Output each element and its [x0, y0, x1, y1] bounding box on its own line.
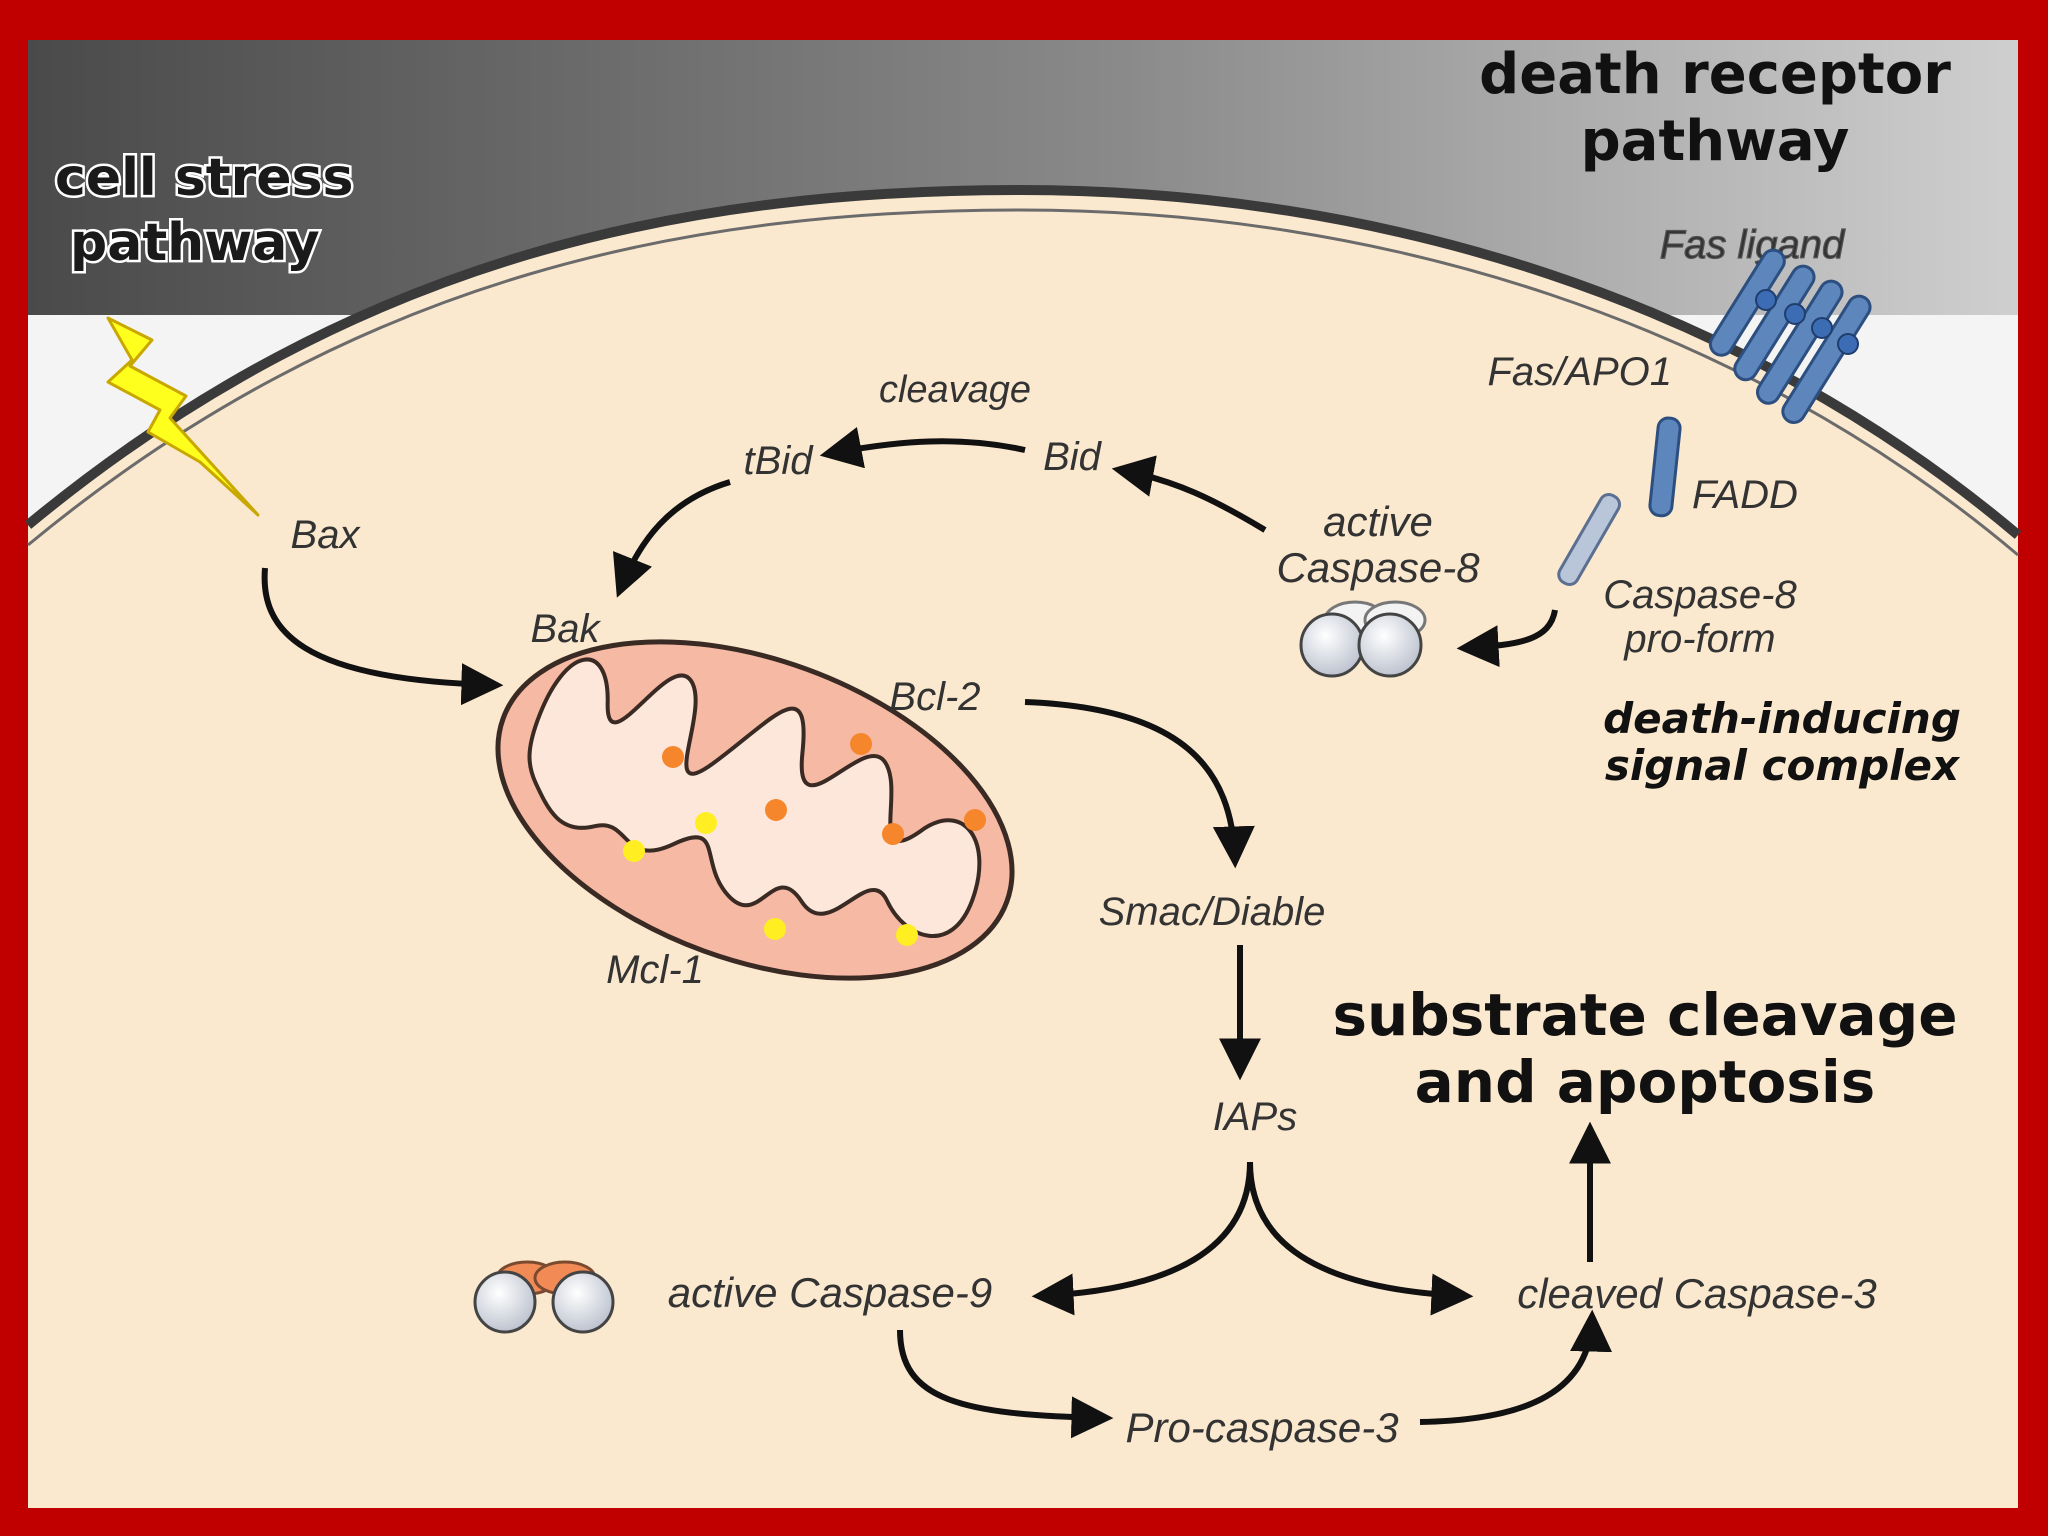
mitochondrion-icon	[495, 639, 1015, 981]
death-receptor-title-line2: pathway	[1581, 109, 1850, 174]
cleaved-caspase3-label: cleaved Caspase-3	[1517, 1270, 1877, 1317]
caspase8-proform-label-line2: pro-form	[1623, 617, 1775, 661]
procaspase3-label: Pro-caspase-3	[1125, 1404, 1398, 1451]
caspase8-proform-icon	[1557, 492, 1621, 587]
bid-label: Bid	[1043, 435, 1103, 479]
bak-label: Bak	[531, 607, 602, 651]
caspase-dimer-icon-9	[473, 1260, 615, 1334]
iaps-label: IAPs	[1213, 1095, 1297, 1139]
cell-stress-title-line2: pathway	[70, 213, 320, 273]
cell-cytoplasm	[28, 190, 2018, 1508]
lightning-bolt-icon	[106, 316, 260, 517]
active-caspase9-label: active Caspase-9	[668, 1269, 993, 1316]
fadd-icon	[1648, 416, 1682, 518]
caspase8-proform-label-line1: Caspase-8	[1603, 573, 1797, 617]
caspase-dimer-icon-8	[1299, 600, 1427, 678]
bax-label: Bax	[291, 513, 362, 557]
mcl1-label: Mcl-1	[606, 948, 704, 992]
arrow-bid-to-tbid	[819, 426, 1026, 469]
active-caspase8-label-line2: Caspase-8	[1276, 544, 1480, 591]
bcl2-label: Bcl-2	[889, 675, 980, 719]
arrow-procaspase3-to-cleaved	[1419, 1309, 1613, 1425]
arrow-caspase8-to-bid	[1111, 455, 1267, 533]
fas-receptor-icon	[1708, 248, 1872, 424]
pathway-arrows	[261, 426, 1613, 1439]
death-receptor-title-line1: death receptor	[1479, 42, 1951, 107]
active-caspase8-label-line1: active	[1323, 498, 1433, 545]
cell-stress-title-line1: cell stress	[55, 148, 353, 208]
fas-apo1-label: Fas/APO1	[1487, 350, 1672, 394]
fas-ligand-label: Fas ligand	[1660, 223, 1846, 267]
tbid-label: tBid	[744, 439, 815, 483]
arrow-bax-to-mito	[261, 567, 504, 706]
substrate-cleavage-line2: and apoptosis	[1415, 1048, 1876, 1116]
arrow-tbid-to-bak	[612, 479, 731, 598]
arrow-caspase9-to-procaspase3	[897, 1329, 1114, 1439]
cell-membrane-inner	[27, 208, 2019, 557]
fadd-label: FADD	[1692, 473, 1798, 517]
smac-diable-label: Smac/Diable	[1099, 890, 1326, 934]
arrow-proform-to-dimer	[1456, 609, 1558, 668]
arrow-bcl2-to-smac	[1024, 699, 1255, 869]
cleavage-label: cleavage	[879, 369, 1031, 411]
substrate-cleavage-line1: substrate cleavage	[1332, 981, 1957, 1049]
disc-label-line2: signal complex	[1605, 741, 1961, 790]
disc-label-line1: death-inducing	[1603, 694, 1961, 743]
arrow-iaps-to-caspase9	[1031, 1161, 1253, 1316]
arrow-iaps-to-caspase3	[1247, 1161, 1474, 1316]
